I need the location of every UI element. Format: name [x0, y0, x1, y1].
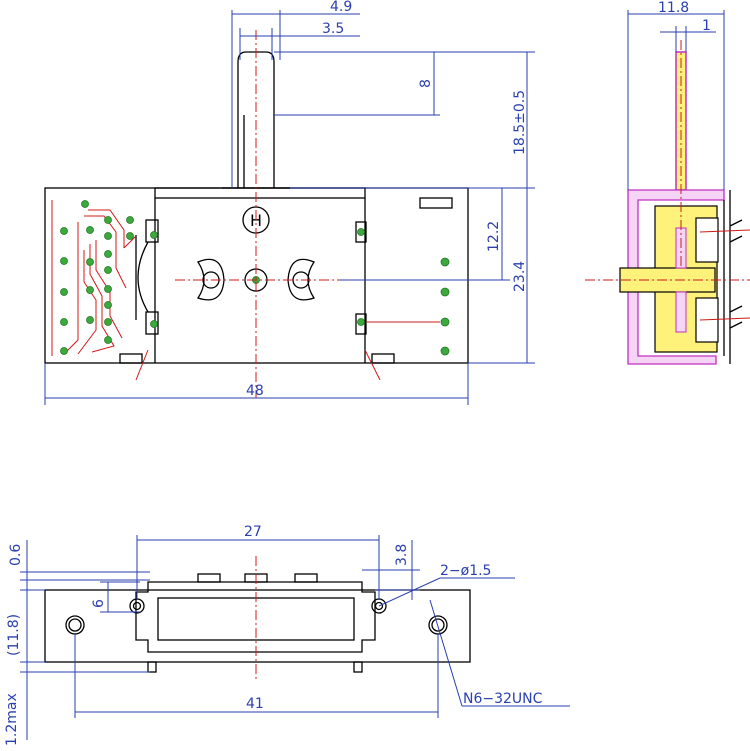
front-view: H [44, 0, 535, 405]
contact-clip [145, 311, 159, 335]
pin-hole-right-inner [374, 601, 384, 611]
dim-mount-pitch: 41 [246, 696, 264, 712]
terminal-line [699, 229, 750, 233]
terminal-pins [729, 219, 743, 329]
dim-height: (11.8) [6, 614, 22, 656]
dim-flange: 3.8 [394, 544, 410, 566]
bottom-view: 27 3.8 0.6 6 (11.8) 1.2max 41 2−ø1.5 N6−… [4, 524, 570, 746]
contact-clip [355, 221, 367, 243]
pcb-pads-right [440, 257, 450, 356]
dim-shaft-length: 18.5±0.5 [512, 90, 528, 155]
mount-hole-left-inner [68, 618, 82, 632]
contact-clip [145, 219, 159, 243]
body-tab-right [419, 197, 453, 209]
dim-offset: 6 [91, 599, 107, 608]
bottom-dimension-lines [20, 535, 570, 740]
side-view: 11.8 1 [585, 0, 750, 365]
top-tab [294, 573, 318, 583]
dim-max: 1.2max [4, 693, 20, 746]
leg [147, 661, 157, 673]
lead-leg [135, 349, 149, 381]
side-dimension-lines [627, 10, 725, 190]
note-thread: N6−32UNC [463, 691, 543, 707]
dim-side-blade: 1 [702, 18, 711, 34]
body-top-cover [154, 187, 366, 199]
pin-hole-left-inner [132, 601, 142, 611]
leg [353, 661, 363, 673]
mounting-plate [44, 589, 471, 663]
spring-arc [137, 241, 149, 313]
dim-half-height: 12.2 [486, 221, 502, 252]
rotor-slot-left [196, 258, 225, 301]
dim-plate: 0.6 [8, 544, 24, 566]
mount-hole-right-inner [431, 618, 445, 632]
dim-body-height: 23.4 [512, 261, 528, 292]
body-foot-right [371, 353, 395, 364]
body-foot-left [119, 353, 143, 364]
rotor-pin [675, 291, 687, 333]
pcb-pads-left [60, 200, 365, 355]
dim-shaft-flat: 8 [418, 79, 434, 88]
dim-top-inner: 3.5 [322, 21, 344, 37]
contact-clip [355, 313, 367, 335]
switch-body-bottom [135, 581, 376, 653]
dim-body-width: 48 [246, 383, 264, 399]
dim-top-outer: 4.9 [330, 0, 352, 15]
contact-block [695, 217, 719, 263]
pin-hole-left [129, 598, 145, 614]
note-holes: 2−ø1.5 [440, 563, 491, 579]
center-mark-letter: H [250, 211, 262, 230]
dim-side-total: 11.8 [658, 0, 689, 16]
terminal-line [699, 317, 750, 321]
top-tab [197, 573, 221, 583]
housing-section [627, 189, 725, 365]
lead-leg [364, 349, 381, 381]
pcb-traces [51, 200, 137, 356]
dim-hole-pitch: 27 [244, 524, 262, 540]
dimension-lines [44, 10, 535, 405]
